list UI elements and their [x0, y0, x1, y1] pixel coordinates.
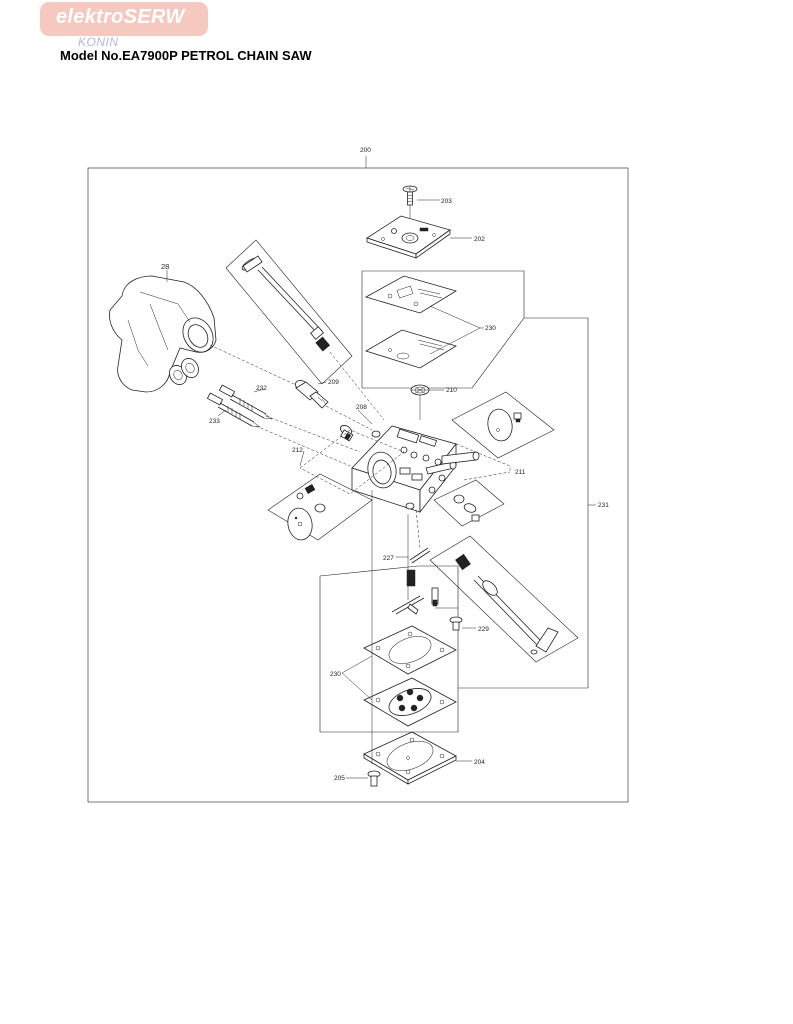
part-pump-diaphragm-upper: [365, 329, 457, 369]
part-pump-gasket-upper: [364, 275, 457, 314]
part-diaphragm-211-lower: [433, 479, 505, 527]
part-fuel-fitting-209: [295, 380, 329, 409]
part-needle-screw-232: [218, 384, 273, 420]
callout-230-bottom: 230: [330, 671, 341, 678]
part-throttle-lever-212: [267, 473, 373, 541]
callout-211: 211: [515, 469, 526, 476]
part-throttle-shaft-lower: [429, 535, 579, 663]
callout-204: 204: [474, 759, 485, 766]
callout-210: 210: [446, 387, 457, 394]
part-needle-valve-assembly: [391, 569, 439, 615]
callout-212: 212: [292, 447, 303, 454]
brand-logo-text: elektroSERW: [56, 6, 185, 28]
callout-232: 232: [256, 385, 267, 392]
part-filter-screen-210: [410, 384, 430, 396]
part-screw-203: [402, 185, 418, 206]
part-screw-229: [449, 616, 463, 631]
part-metering-plate-lower: [363, 677, 457, 727]
part-intake-manifold-28: [109, 275, 217, 393]
part-choke-shaft-upper: [225, 239, 353, 385]
callout-28: 28: [161, 262, 169, 271]
assembly-frame: [87, 167, 629, 803]
part-fuel-inlet-tube: [425, 451, 480, 475]
brand-logo-subtitle: KONIN: [78, 35, 119, 49]
part-pump-cover-202: [366, 215, 451, 259]
part-needle-screw-233: [206, 392, 261, 428]
callout-230-top: 230: [485, 325, 496, 332]
callout-203: 203: [441, 198, 452, 205]
callout-208: 208: [356, 404, 367, 411]
callout-227: 227: [383, 555, 394, 562]
page-title: Model No.EA7900P PETROL CHAIN SAW: [60, 48, 312, 63]
callout-229: 229: [478, 626, 489, 633]
callout-233: 233: [209, 418, 220, 425]
callout-200: 200: [360, 147, 371, 154]
callout-209: 209: [328, 379, 339, 386]
brand-logo-badge: [40, 2, 208, 36]
callout-231: 231: [598, 502, 609, 509]
part-screw-205: [367, 770, 381, 787]
part-metering-gasket-lower: [363, 625, 457, 675]
callout-202: 202: [474, 236, 485, 243]
part-screw-208: [340, 425, 354, 442]
part-diaphragm-211-upper: [451, 391, 555, 459]
part-metering-cover-204: [363, 731, 457, 785]
callout-205: 205: [334, 775, 345, 782]
